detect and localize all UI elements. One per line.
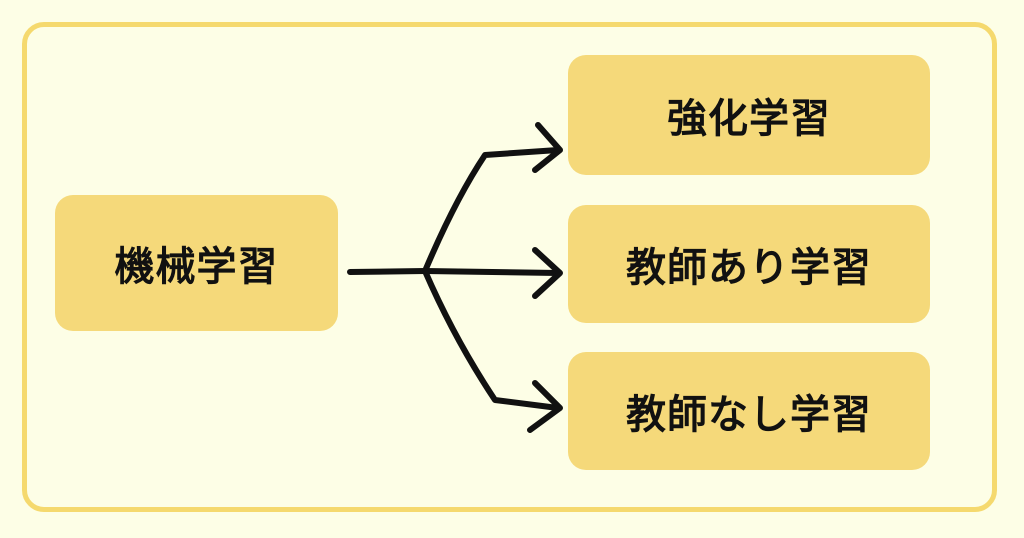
arrow-to-unsupervised [422,268,561,411]
arrow-to-reinforcement [422,147,561,274]
root-node-machine-learning: 機械学習 [55,195,338,331]
arrowhead-unsupervised [527,380,563,433]
arrowhead-supervised [532,247,563,299]
node-unsupervised-learning: 教師なし学習 [568,352,930,470]
node-supervised-learning: 教師あり学習 [568,205,930,323]
arrow-stem [347,268,428,275]
arrowhead-reinforcement [532,122,563,173]
diagram-frame [22,22,997,512]
arrow-to-supervised [422,268,561,276]
node-reinforcement-learning: 強化学習 [568,55,930,175]
